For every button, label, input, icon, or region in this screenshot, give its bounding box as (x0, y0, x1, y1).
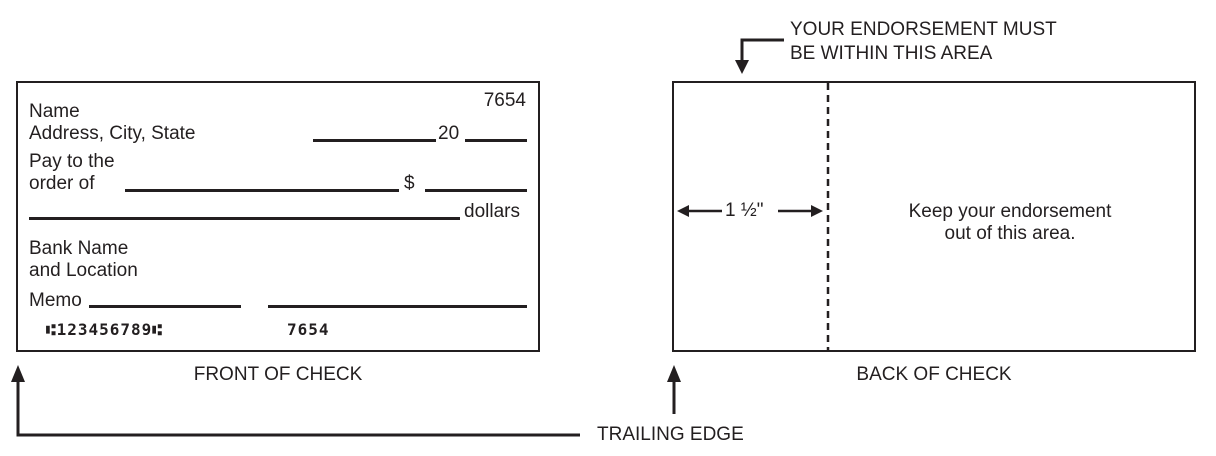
bank-name: Bank Name (29, 238, 129, 259)
front-check (16, 81, 540, 352)
micr-check-number: 7654 (287, 320, 330, 339)
endorsement-pointer-arrowhead (735, 60, 749, 74)
memo-label: Memo (29, 290, 82, 311)
payee-line (125, 189, 399, 192)
back-check (672, 81, 1196, 352)
endorsement-note-line-2: BE WITHIN THIS AREA (790, 43, 993, 64)
trailing-edge-front-arrowhead (11, 365, 25, 382)
date-prefix: 20 (438, 123, 460, 144)
endorsement-pointer-line (740, 38, 784, 62)
back-caption: BACK OF CHECK (856, 364, 1012, 385)
micr-routing: ⑆123456789⑆ (46, 320, 163, 339)
trailing-edge-label: TRAILING EDGE (597, 424, 744, 445)
payer-name: Name (29, 101, 80, 122)
trailing-edge-back-arrowhead (667, 365, 681, 382)
keep-out-text-1: Keep your endorsement (908, 201, 1112, 222)
amount-line (425, 189, 527, 192)
dollar-sign: $ (404, 173, 415, 194)
pay-to-label-2: order of (29, 173, 95, 194)
bank-location: and Location (29, 260, 138, 281)
measure-right-arrowhead (811, 205, 823, 217)
memo-line (89, 305, 241, 308)
pay-to-label-1: Pay to the (29, 151, 115, 172)
endorsement-note-line-1: YOUR ENDORSEMENT MUST (790, 19, 1057, 40)
front-caption: FRONT OF CHECK (193, 364, 363, 385)
trailing-edge-front-line (16, 380, 580, 437)
date-line (313, 139, 436, 142)
written-amount-line (29, 217, 460, 220)
signature-line (268, 305, 527, 308)
measure-left-arrowhead (677, 205, 689, 217)
dollars-label: dollars (464, 201, 520, 222)
check-number: 7654 (483, 90, 526, 111)
keep-out-text-2: out of this area. (944, 223, 1076, 244)
payer-address: Address, City, State (29, 123, 196, 144)
date-year-line (465, 139, 527, 142)
measurement-label: 1 ½" (725, 200, 764, 221)
